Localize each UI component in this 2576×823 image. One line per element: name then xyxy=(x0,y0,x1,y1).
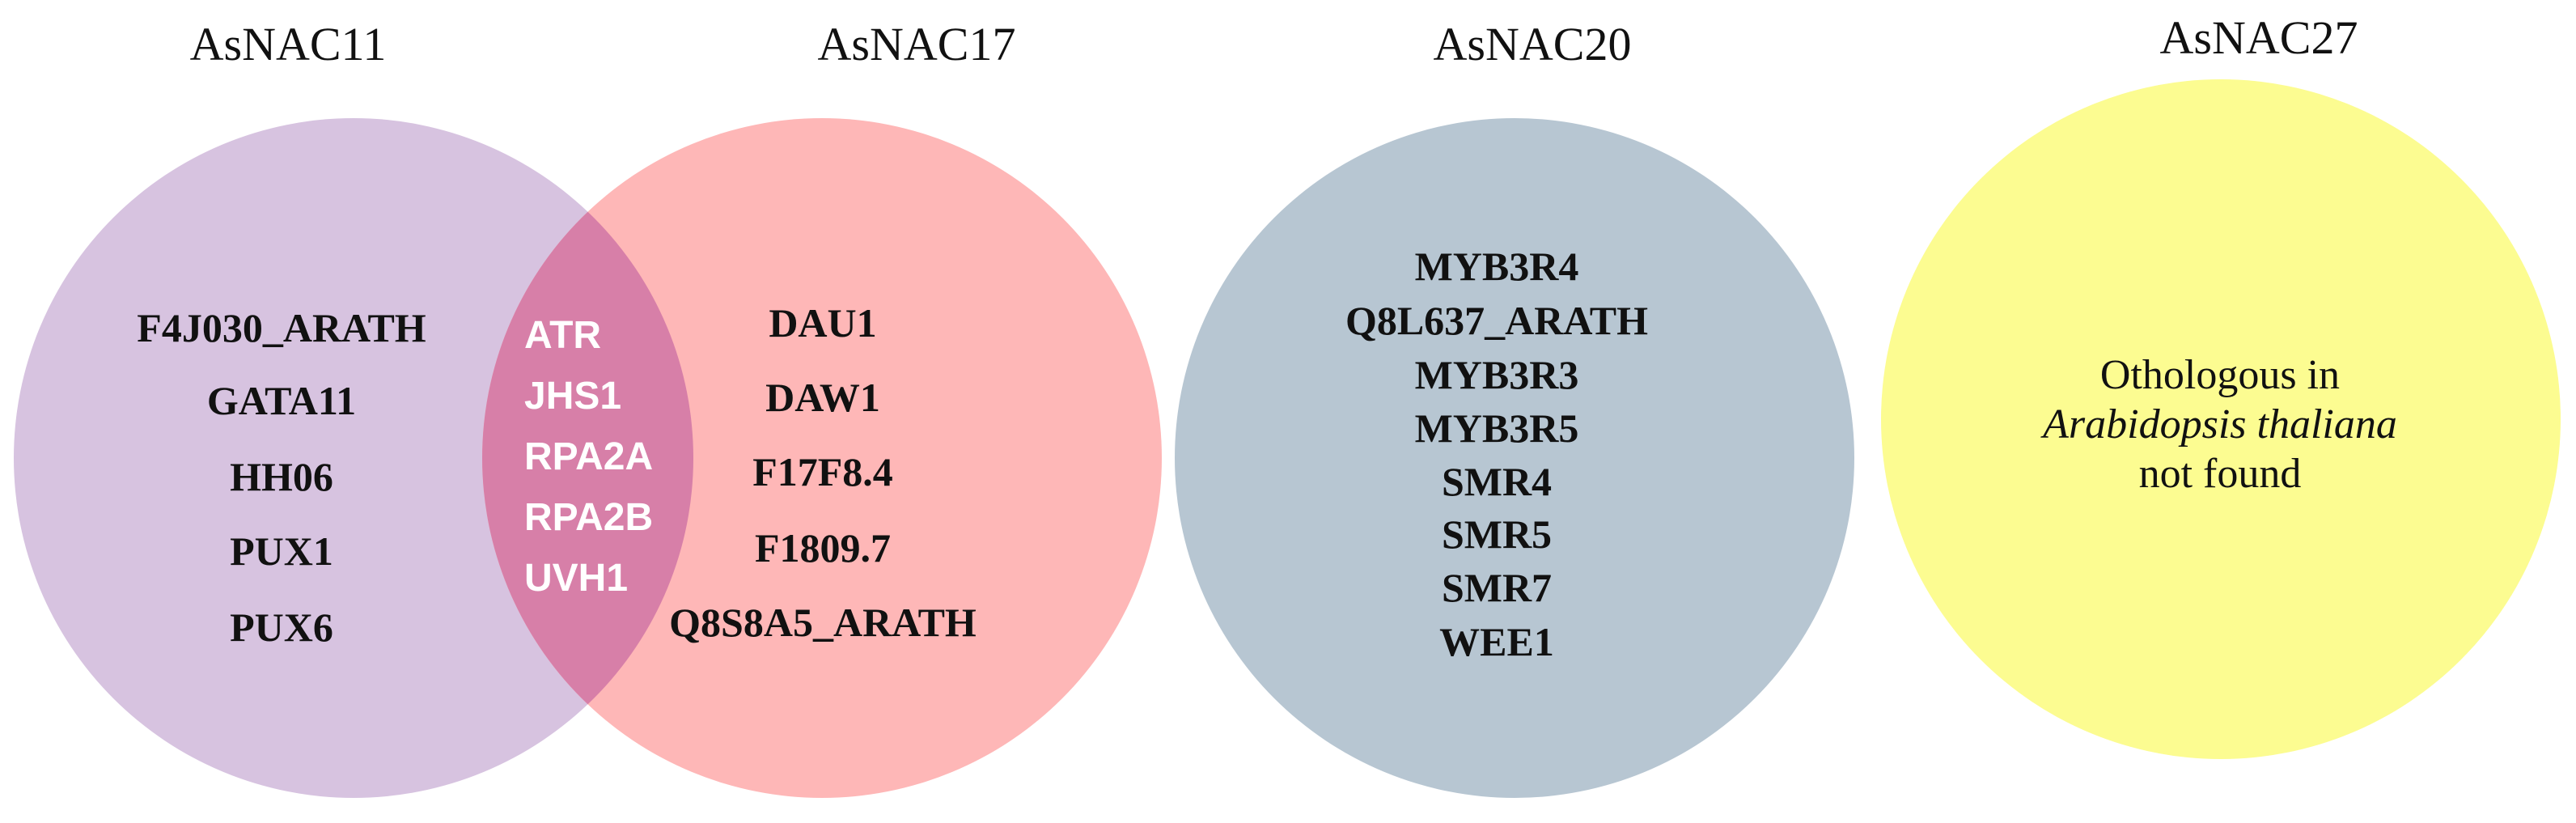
asnac20-gene: WEE1 xyxy=(1439,619,1554,664)
asnac17-gene-list: DAU1 DAW1 F17F8.4 F1809.7 Q8S8A5_ARATH xyxy=(669,300,977,645)
shared-gene: JHS1 xyxy=(524,375,621,418)
asnac20-gene: SMR4 xyxy=(1442,459,1552,504)
asnac20-gene-list: MYB3R4 Q8L637_ARATH MYB3R3 MYB3R5 SMR4 S… xyxy=(1345,244,1648,664)
asnac20-gene: MYB3R5 xyxy=(1415,405,1579,451)
asnac20-gene: MYB3R4 xyxy=(1415,244,1579,289)
asnac17-circle xyxy=(482,118,1162,798)
asnac11-gene-list: F4J030_ARATH GATA11 HH06 PUX1 PUX6 xyxy=(137,305,426,650)
asnac27-title: AsNAC27 xyxy=(2160,11,2358,64)
asnac20-gene: SMR7 xyxy=(1442,565,1552,610)
shared-gene: RPA2A xyxy=(524,435,653,478)
asnac17-gene: DAU1 xyxy=(769,300,876,346)
asnac11-gene: GATA11 xyxy=(207,378,356,423)
asnac27-circle xyxy=(1881,79,2561,759)
asnac20-gene: Q8L637_ARATH xyxy=(1345,298,1648,343)
asnac17-gene: F1809.7 xyxy=(755,525,891,571)
asnac17-gene: Q8S8A5_ARATH xyxy=(669,600,977,645)
asnac11-gene: PUX6 xyxy=(230,605,333,650)
asnac11-title: AsNAC11 xyxy=(190,18,387,70)
asnac11-gene: HH06 xyxy=(230,454,333,499)
asnac11-circle xyxy=(14,118,693,798)
shared-gene-list: ATR JHS1 RPA2A RPA2B UVH1 xyxy=(524,314,653,600)
asnac20-gene: MYB3R3 xyxy=(1415,352,1579,397)
shared-gene: UVH1 xyxy=(524,557,628,600)
asnac11-gene: PUX1 xyxy=(230,528,333,574)
asnac27-note-line: Othologous in xyxy=(2100,352,2340,398)
asnac17-gene: F17F8.4 xyxy=(752,449,893,494)
asnac17-gene: DAW1 xyxy=(765,375,880,420)
asnac20-title: AsNAC20 xyxy=(1434,18,1632,70)
asnac27-species-name: Arabidopsis thaliana xyxy=(2040,401,2397,448)
asnac27-note-line: not found xyxy=(2139,451,2302,497)
asnac20-circle xyxy=(1175,118,1854,798)
asnac17-title: AsNAC17 xyxy=(818,18,1016,70)
asnac20-gene: SMR5 xyxy=(1442,511,1552,557)
shared-gene: RPA2B xyxy=(524,496,653,539)
asnac11-gene: F4J030_ARATH xyxy=(137,305,426,350)
asnac27-note: Othologous in Arabidopsis thaliana not f… xyxy=(2040,352,2397,497)
shared-gene: ATR xyxy=(524,314,601,357)
